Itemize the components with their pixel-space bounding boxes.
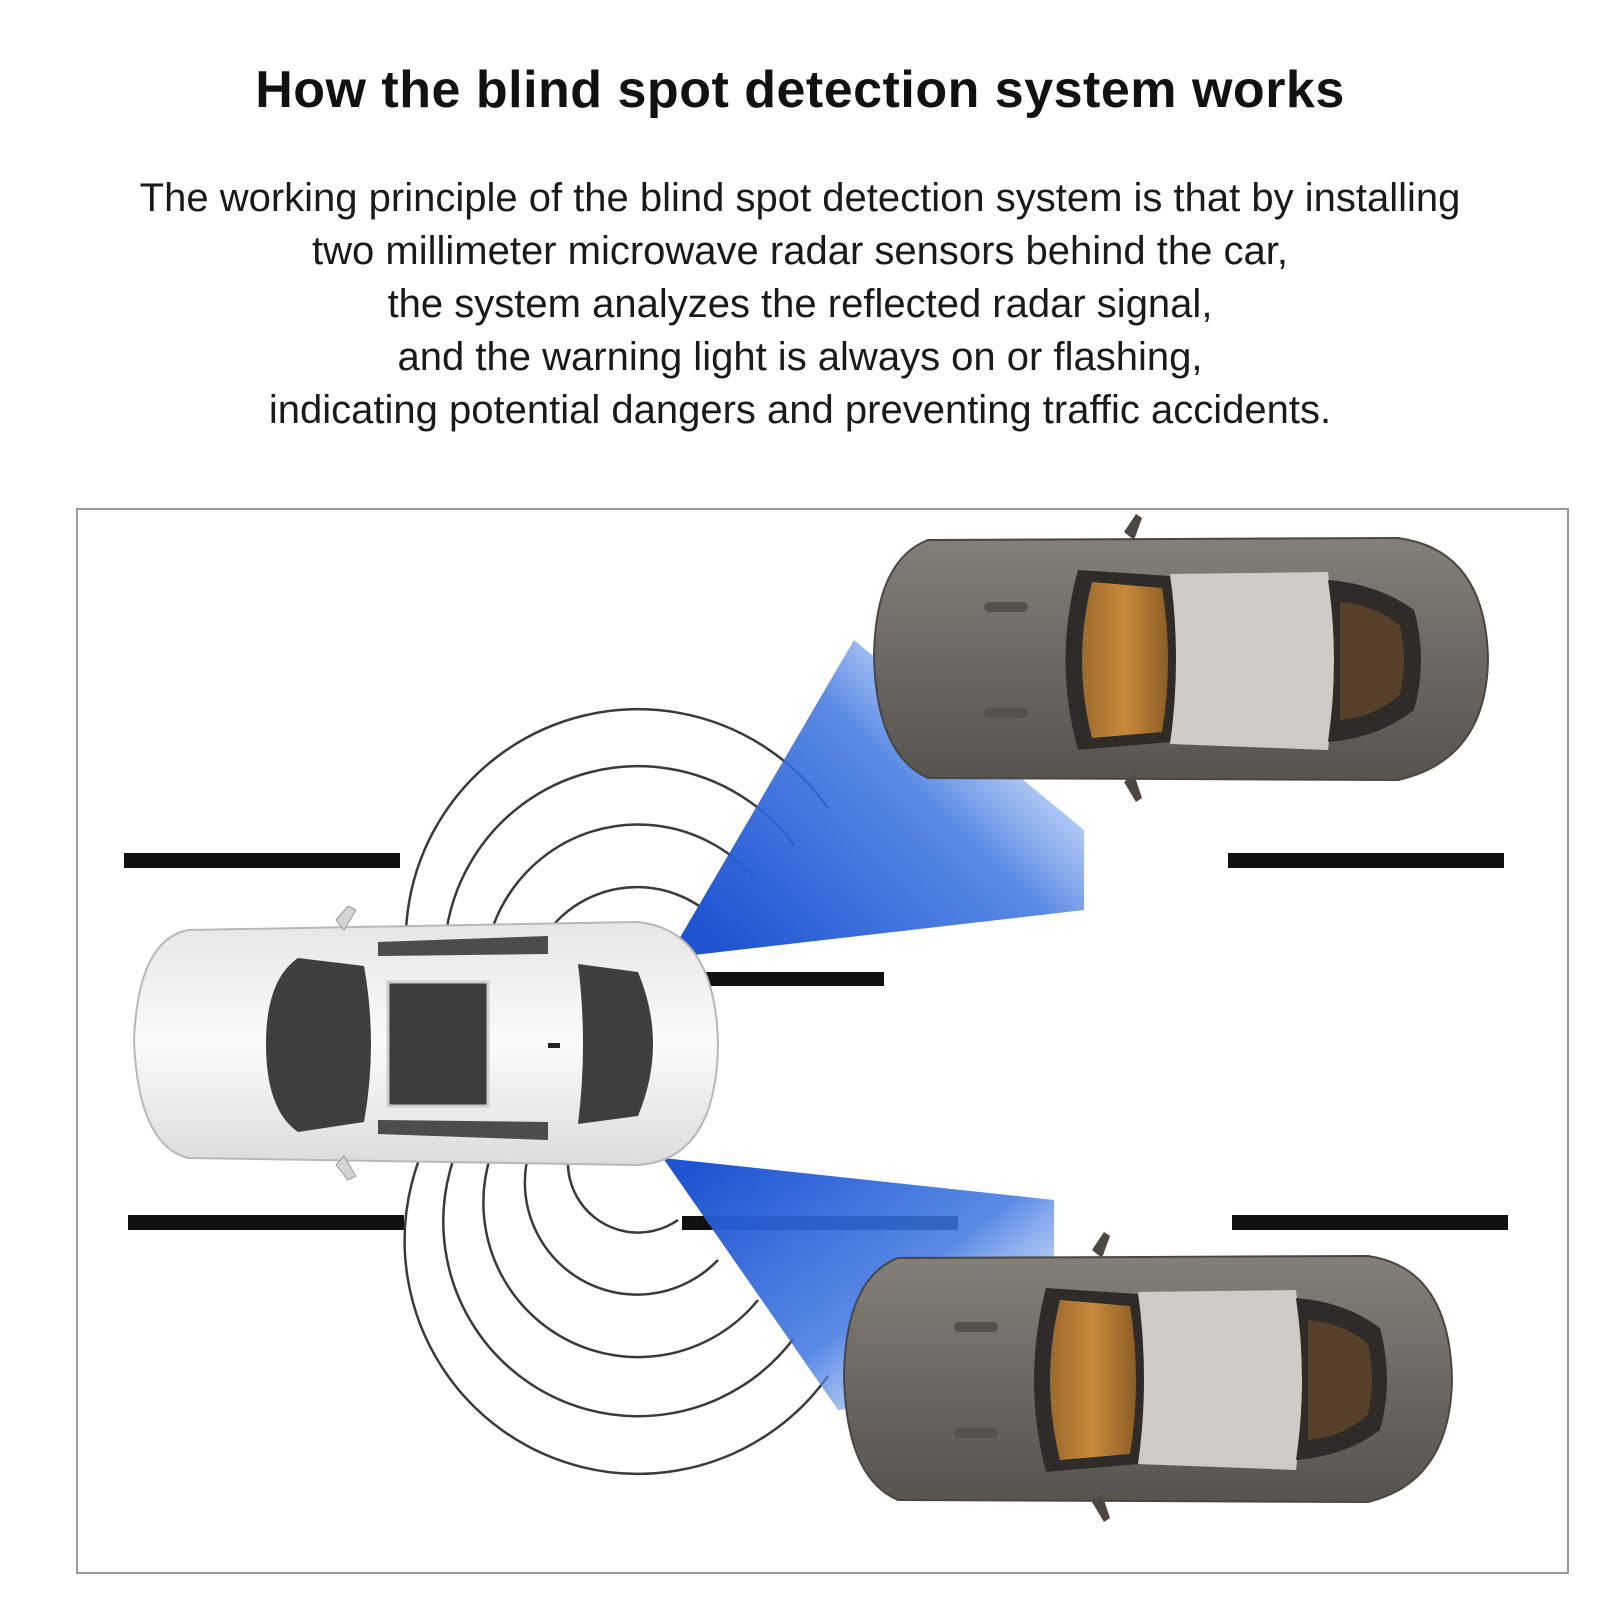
- description-line-3: the system analyzes the reflected radar …: [387, 282, 1213, 326]
- road-diagram: [76, 508, 1569, 1574]
- lane-line: [124, 853, 400, 868]
- description-line-5: indicating potential dangers and prevent…: [268, 388, 1332, 432]
- lane-line: [698, 972, 884, 986]
- description-line-2: two millimeter microwave radar sensors b…: [312, 229, 1288, 273]
- description: The working principle of the blind spot …: [40, 172, 1560, 437]
- description-line-1: The working principle of the blind spot …: [139, 176, 1461, 220]
- road-diagram-svg: [124, 514, 1508, 1522]
- lane-line: [128, 1215, 404, 1230]
- lane-line: [1232, 1215, 1508, 1230]
- upper-car: [872, 514, 1490, 802]
- description-line-4: and the warning light is always on or fl…: [397, 335, 1203, 379]
- lane-line: [1228, 853, 1504, 868]
- lower-car: [842, 1232, 1454, 1522]
- radar-beam-top: [668, 640, 1084, 958]
- host-car: [132, 905, 720, 1181]
- page-title: How the blind spot detection system work…: [255, 61, 1345, 119]
